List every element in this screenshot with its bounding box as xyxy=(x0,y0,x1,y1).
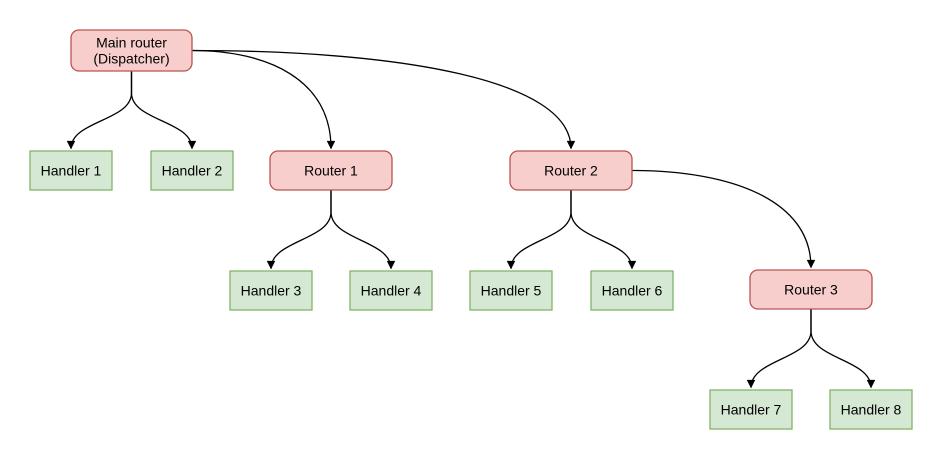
node-router-1-label: Router 1 xyxy=(304,163,358,179)
node-handler-4: Handler 4 xyxy=(349,270,433,311)
node-router-2-label: Router 2 xyxy=(544,163,598,179)
node-handler-6-box xyxy=(590,270,674,311)
edge-router-3-to-handler-7 xyxy=(746,309,812,389)
node-handler-3-label-line: Handler 3 xyxy=(241,283,302,299)
node-handler-2-label-line: Handler 2 xyxy=(162,163,223,179)
node-router-2-box xyxy=(509,150,633,191)
node-handler-5-label: Handler 5 xyxy=(481,283,542,299)
node-main-router-label: Main router(Dispatcher) xyxy=(93,35,169,67)
edge-router-1-to-handler-3 xyxy=(266,190,332,270)
node-handler-1-label-line: Handler 1 xyxy=(41,163,102,179)
node-main-router-label-line: Main router xyxy=(96,35,167,51)
node-handler-2: Handler 2 xyxy=(150,150,234,191)
node-handler-5-label-line: Handler 5 xyxy=(481,283,542,299)
edge-router-2-to-router-3 xyxy=(631,169,816,269)
node-handler-5-box xyxy=(469,270,553,311)
edge-main-router-to-handler-2 xyxy=(130,71,197,150)
node-handler-6-label: Handler 6 xyxy=(602,283,663,299)
node-router-3: Router 3 xyxy=(749,269,873,310)
edge-router-2-to-handler-6 xyxy=(570,190,637,270)
node-router-3-label-line: Router 3 xyxy=(784,282,838,298)
node-router-3-label: Router 3 xyxy=(784,282,838,298)
node-handler-4-label: Handler 4 xyxy=(361,283,422,299)
node-handler-7: Handler 7 xyxy=(709,389,793,430)
node-handler-8-label-line: Handler 8 xyxy=(841,402,902,418)
node-handler-8-label: Handler 8 xyxy=(841,402,902,418)
node-handler-7-label: Handler 7 xyxy=(721,402,782,418)
node-main-router: Main router(Dispatcher) xyxy=(70,29,193,72)
node-router-2: Router 2 xyxy=(509,150,633,191)
node-handler-4-label-line: Handler 4 xyxy=(361,283,422,299)
edge-main-router-to-router-2 xyxy=(191,49,576,150)
node-handler-3-box xyxy=(229,270,313,311)
edge-router-1-to-handler-4 xyxy=(330,190,396,270)
node-handler-4-box xyxy=(349,270,433,311)
edge-main-router-to-handler-1 xyxy=(66,71,133,150)
node-handler-3-label: Handler 3 xyxy=(241,283,302,299)
node-handler-2-label: Handler 2 xyxy=(162,163,223,179)
edges-layer xyxy=(66,49,876,389)
node-handler-6: Handler 6 xyxy=(590,270,674,311)
node-router-3-box xyxy=(749,269,873,310)
nodes-layer: Main router(Dispatcher) Handler 1 Handler … xyxy=(29,29,913,430)
node-handler-2-box xyxy=(150,150,234,191)
node-router-1-label-line: Router 1 xyxy=(304,163,358,179)
node-handler-5: Handler 5 xyxy=(469,270,553,311)
edge-router-2-to-handler-5 xyxy=(506,190,572,270)
node-handler-7-box xyxy=(709,389,793,430)
node-main-router-label-line: (Dispatcher) xyxy=(93,51,169,67)
node-router-1-box xyxy=(269,150,393,191)
node-handler-1-label: Handler 1 xyxy=(41,163,102,179)
node-handler-6-label-line: Handler 6 xyxy=(602,283,663,299)
node-router-2-label-line: Router 2 xyxy=(544,163,598,179)
node-router-1: Router 1 xyxy=(269,150,393,191)
node-handler-3: Handler 3 xyxy=(229,270,313,311)
node-handler-8: Handler 8 xyxy=(829,389,913,430)
node-handler-8-box xyxy=(829,389,913,430)
node-handler-1-box xyxy=(29,150,113,191)
edge-router-3-to-handler-8 xyxy=(810,309,876,389)
edge-main-router-to-router-1 xyxy=(191,49,336,150)
node-handler-7-label-line: Handler 7 xyxy=(721,402,782,418)
node-handler-1: Handler 1 xyxy=(29,150,113,191)
node-main-router-box xyxy=(70,29,193,72)
